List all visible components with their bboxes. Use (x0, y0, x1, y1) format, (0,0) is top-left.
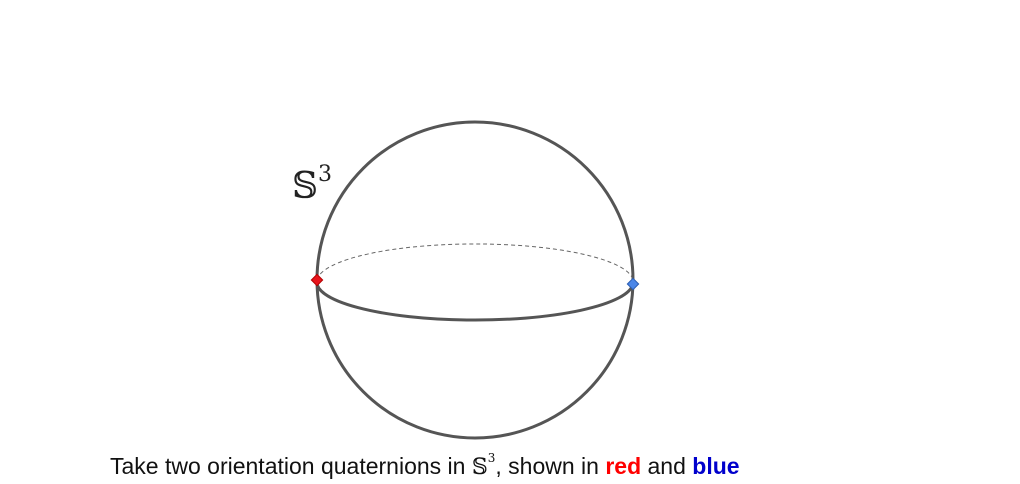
caption-blue-word: blue (692, 453, 740, 479)
sphere-outline (315, 120, 635, 440)
blue-quaternion-point[interactable] (626, 277, 640, 291)
sphere-label: 𝕊3 (292, 164, 332, 207)
caption-part2: , shown in (495, 453, 606, 479)
equator-back-dashed (316, 243, 634, 285)
caption-math-symbol: 𝕊 (471, 455, 488, 480)
sphere-label-symbol: 𝕊 (292, 166, 318, 207)
caption-math-exponent: 3 (487, 450, 496, 465)
caption: Take two orientation quaternions in 𝕊3, … (110, 451, 740, 481)
caption-part3: and (641, 453, 693, 479)
caption-red-word: red (605, 453, 642, 479)
equator-front (315, 279, 635, 322)
sphere-label-exponent: 3 (318, 162, 332, 187)
caption-part1: Take two orientation quaternions in (110, 453, 472, 479)
red-quaternion-point[interactable] (310, 273, 324, 287)
caption-math: 𝕊3 (471, 451, 496, 480)
